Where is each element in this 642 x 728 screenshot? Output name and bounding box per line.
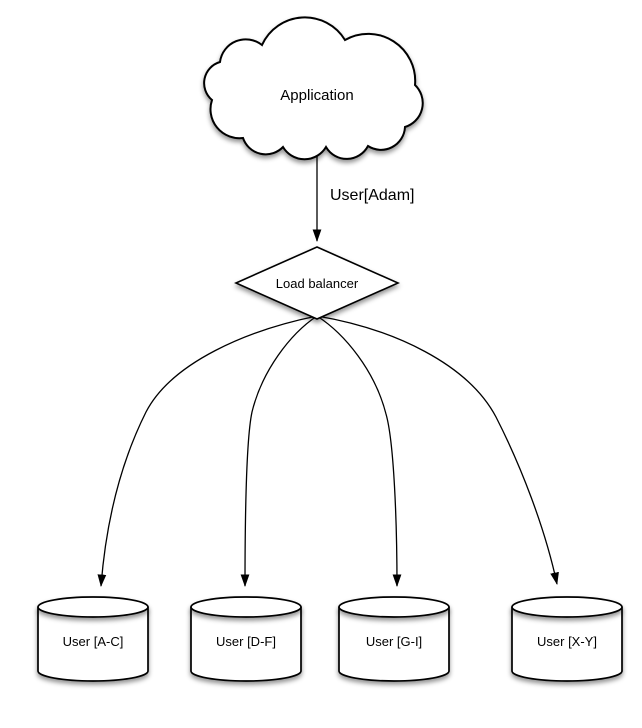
database-node-df: User [D-F] xyxy=(190,596,302,682)
cloud-shape xyxy=(203,16,424,161)
edge-loadbalancer-to-db-gi xyxy=(316,315,402,587)
database-label: User [A-C] xyxy=(63,634,124,649)
diamond-shape xyxy=(234,246,400,320)
cylinder-top xyxy=(190,596,302,618)
application-label: Application xyxy=(280,87,353,104)
cylinder-body xyxy=(190,607,302,682)
database-node-gi: User [G-I] xyxy=(338,596,450,682)
cylinder-top xyxy=(338,596,450,618)
edge-loadbalancer-to-db-df xyxy=(240,315,318,587)
database-label: User [D-F] xyxy=(216,634,276,649)
edge-loadbalancer-to-db-xy xyxy=(316,315,559,585)
cylinder-top xyxy=(37,596,149,618)
load-balancer-label: Load balancer xyxy=(276,276,359,291)
edges xyxy=(97,152,559,587)
load-balancer-node: Load balancer xyxy=(234,246,400,320)
database-label: User [X-Y] xyxy=(537,634,597,649)
cylinder-body xyxy=(511,607,623,682)
cylinder-body xyxy=(338,607,450,682)
cylinder-top xyxy=(511,596,623,618)
edge-loadbalancer-to-db-ac xyxy=(97,315,318,587)
database-label: User [G-I] xyxy=(366,634,422,649)
database-node-ac: User [A-C] xyxy=(37,596,149,682)
database-node-xy: User [X-Y] xyxy=(511,596,623,682)
application-node: Application xyxy=(203,16,424,161)
edge-user-adam-label: User[Adam] xyxy=(330,187,414,204)
cylinder-body xyxy=(37,607,149,682)
